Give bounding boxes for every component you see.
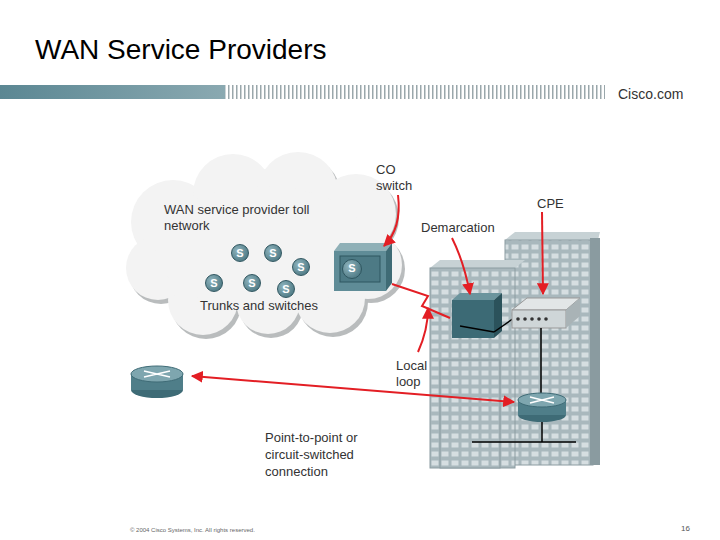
connection-arrow bbox=[192, 376, 514, 402]
co-switch: S bbox=[334, 243, 392, 291]
tower-side bbox=[590, 238, 600, 465]
demarc-box bbox=[452, 300, 494, 338]
block-roof bbox=[430, 260, 525, 268]
router-symbol bbox=[530, 397, 554, 403]
header-barcode bbox=[225, 85, 605, 99]
cpe-led bbox=[530, 317, 534, 321]
switch-icon: S bbox=[277, 280, 295, 298]
switch-panel bbox=[340, 256, 380, 282]
callout-label: CPE bbox=[537, 196, 564, 212]
switch-letter: S bbox=[278, 281, 294, 297]
slide-title: WAN Service Providers bbox=[35, 33, 326, 67]
cpe-led bbox=[544, 317, 548, 321]
wire bbox=[460, 326, 494, 332]
callout-arrow bbox=[542, 212, 543, 294]
switch-letter: S bbox=[232, 245, 248, 261]
switch-letter: S bbox=[265, 245, 281, 261]
copyright-note: © 2004 Cisco Systems, Inc. All rights re… bbox=[130, 526, 255, 534]
callout-arrow bbox=[418, 308, 428, 352]
cloud-label: WAN service provider toll network bbox=[164, 202, 314, 234]
switch-icon: S bbox=[231, 244, 249, 262]
tower-roof bbox=[505, 232, 600, 240]
brand-label: Cisco.com bbox=[618, 86, 683, 102]
cloud-label: Trunks and switches bbox=[200, 298, 370, 314]
front-building bbox=[440, 360, 500, 468]
switch-letter: S bbox=[206, 275, 222, 291]
switch-letter: S bbox=[244, 275, 260, 291]
router-top bbox=[518, 393, 566, 407]
block-building bbox=[430, 268, 515, 468]
wire bbox=[494, 318, 514, 332]
switch-top bbox=[334, 243, 392, 251]
switch-icon: S bbox=[264, 244, 282, 262]
router-top bbox=[131, 366, 183, 382]
cpe-led bbox=[516, 317, 520, 321]
header-band bbox=[0, 85, 225, 99]
page-number: 16 bbox=[681, 524, 690, 534]
callout-label: CO switch bbox=[376, 162, 428, 194]
cloud-body bbox=[126, 152, 402, 335]
callout-label: Point-to-point or circuit-switched conne… bbox=[265, 429, 383, 480]
cpe-side bbox=[566, 298, 580, 328]
demarc-top bbox=[452, 293, 502, 300]
switch-front bbox=[334, 251, 386, 291]
router-symbol bbox=[144, 371, 170, 377]
cpe-led bbox=[523, 317, 527, 321]
callout-arrow bbox=[452, 238, 470, 294]
local-loop-line bbox=[392, 284, 450, 318]
switch-icon: S bbox=[205, 274, 223, 292]
tower-building bbox=[505, 240, 593, 465]
cloud-network: WAN service provider toll networkTrunks … bbox=[118, 150, 408, 340]
switch-letter: S bbox=[293, 259, 309, 275]
wire bbox=[540, 328, 542, 393]
callout-label: Local loop bbox=[396, 358, 436, 390]
lan-segment bbox=[472, 441, 576, 443]
switch-letter: S bbox=[342, 259, 362, 279]
switch-side bbox=[386, 243, 392, 291]
switch-icon: S bbox=[243, 274, 261, 292]
wire bbox=[541, 422, 543, 442]
cpe-led bbox=[537, 317, 541, 321]
switch-icon: S bbox=[292, 258, 310, 276]
callout-label: Demarcation bbox=[421, 220, 495, 236]
cpe-device bbox=[512, 310, 566, 328]
